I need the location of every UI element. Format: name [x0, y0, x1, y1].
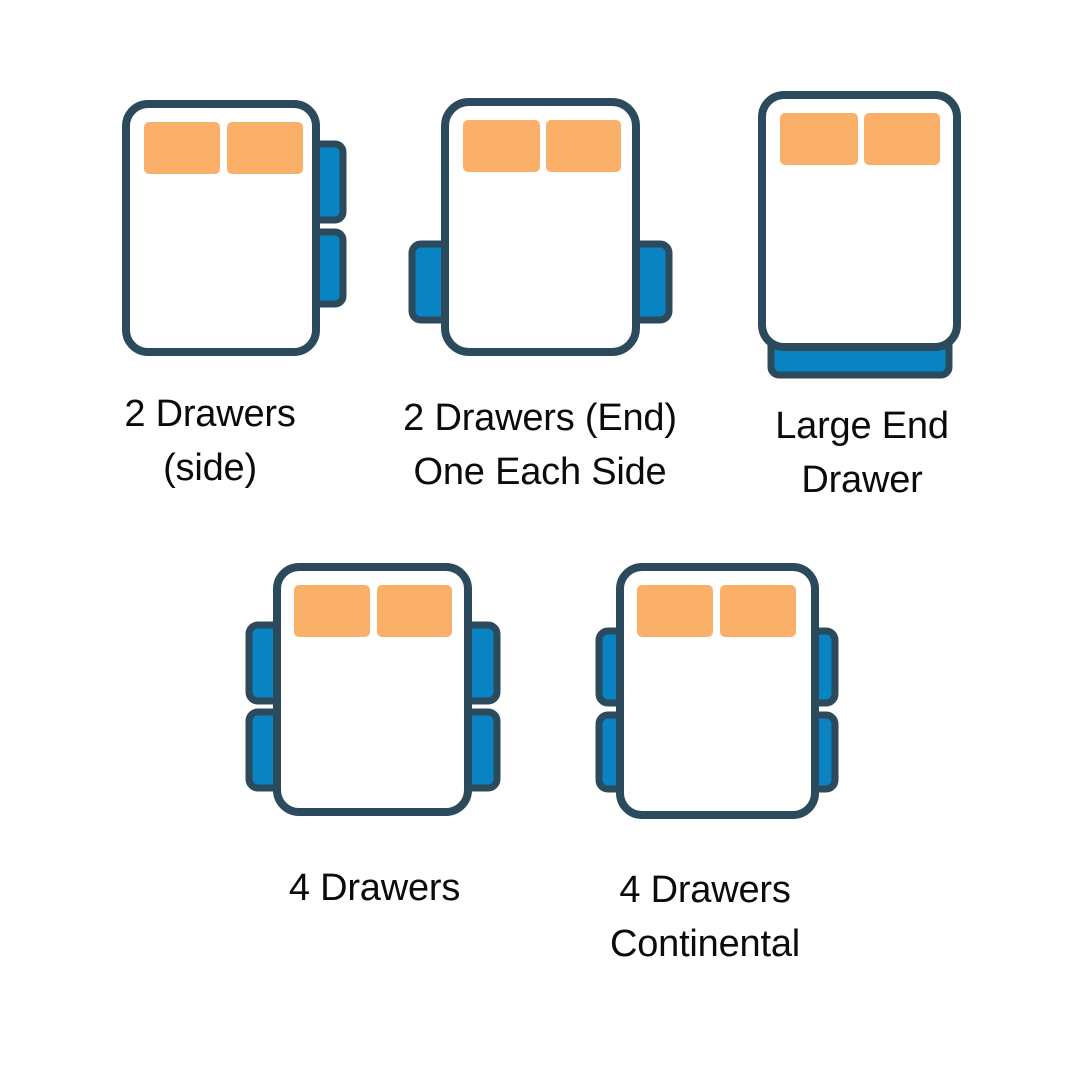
bed-figure-four-drawers — [235, 555, 510, 830]
pillow-left — [780, 113, 858, 165]
bed-figure-large-end-drawer — [752, 85, 967, 385]
pillow-left — [144, 122, 220, 174]
caption-four-drawers-continental: 4 Drawers Continental — [609, 869, 801, 965]
caption-four-drawers: 4 Drawers — [288, 867, 461, 909]
bed-figure-four-drawers-continental — [585, 555, 850, 830]
pillow-left — [294, 585, 370, 637]
caption-two-drawers-side: 2 Drawers (side) — [124, 393, 296, 489]
bed-diagram-four-drawers-continental — [595, 563, 839, 819]
bed-diagram-two-drawers-side — [122, 100, 347, 356]
pillow-left — [637, 585, 713, 637]
pillow-right — [720, 585, 796, 637]
bed-figure-two-drawers-end — [398, 88, 683, 368]
pillow-right — [864, 113, 940, 165]
caption-two-drawers-end: 2 Drawers (End) One Each Side — [403, 397, 677, 493]
bed-figure-two-drawers-side — [110, 88, 355, 368]
caption-large-end-drawer: Large End Drawer — [775, 405, 949, 501]
pillow-right — [546, 120, 621, 172]
pillow-right — [377, 585, 452, 637]
pillow-left — [463, 120, 540, 172]
bed-diagram-two-drawers-end — [408, 98, 673, 356]
bed-diagram-four-drawers — [245, 563, 501, 816]
bed-diagram-large-end-drawer — [758, 91, 961, 379]
pillow-right — [227, 122, 303, 174]
